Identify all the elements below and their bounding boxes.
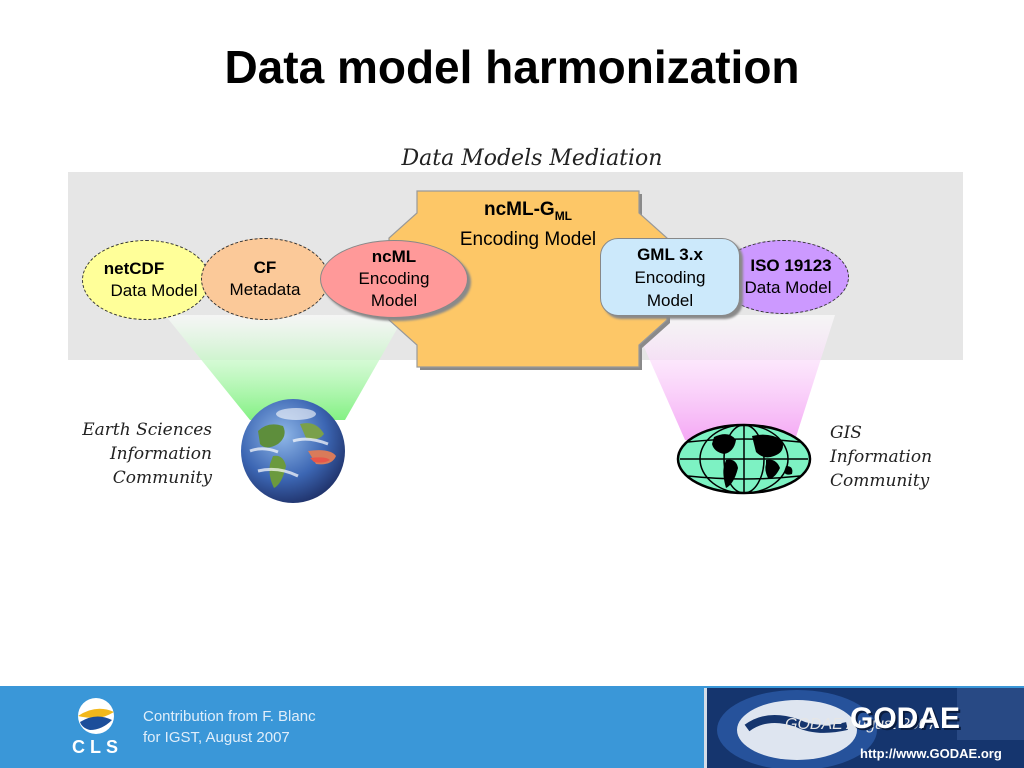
ncml-gml-title: ncML-G [483, 199, 555, 220]
iso-title: ISO 19123 [750, 256, 832, 275]
gis-community-label: GIS Information Community [830, 421, 980, 493]
cf-metadata: CF Metadata [201, 238, 329, 320]
ncml-title: ncML [371, 247, 417, 266]
page-title: Data model harmonization [224, 41, 800, 93]
gml-title: GML 3.x [637, 244, 703, 264]
godae-logo-text: GODAE [850, 702, 961, 735]
cf-title: CF [253, 258, 277, 277]
gml-line3: Model [646, 290, 694, 310]
mediation-label: Data Models Mediation [401, 146, 663, 171]
earth-comm-line3: Community [112, 468, 212, 488]
netcdf-subtitle: Data Model [110, 281, 198, 300]
gml-line2: Encoding [634, 267, 706, 287]
ncml-gml-encoding-shape [388, 190, 670, 370]
gis-globe-icon [676, 423, 812, 495]
cf-subtitle: Metadata [229, 280, 301, 299]
netcdf-data-model: netCDF Data Model [82, 240, 210, 320]
earth-sciences-community-label: Earth Sciences Information Community [60, 418, 212, 490]
gis-comm-line2: Information [830, 447, 933, 467]
godae-date-text: GODAE August 2007 [785, 716, 937, 733]
contribution-line1: Contribution from F. Blanc [143, 708, 316, 725]
gis-comm-line3: Community [830, 471, 930, 491]
gml-encoding-model: GML 3.x Encoding Model [600, 238, 740, 316]
ncml-gml-subscript: ML [554, 208, 573, 223]
earth-comm-line2: Information [109, 444, 212, 464]
contribution-text: Contribution from F. Blanc for IGST, Aug… [143, 706, 316, 748]
netcdf-title: netCDF [103, 259, 165, 278]
ncml-line3: Model [370, 291, 418, 310]
contribution-line2: for IGST, August 2007 [143, 729, 290, 746]
godae-url-link[interactable]: http://www.GODAE.org [860, 746, 1002, 761]
gis-beam [630, 315, 835, 440]
ncml-encoding-model: ncML Encoding Model [320, 240, 468, 318]
godae-banner [704, 688, 1024, 768]
cls-logo-icon [78, 698, 114, 734]
ncml-line2: Encoding [358, 269, 430, 288]
earth-comm-line1: Earth Sciences [82, 420, 212, 440]
godae-banner-graphic [717, 688, 1024, 768]
earth-beam [165, 315, 405, 420]
iso-subtitle: Data Model [744, 278, 832, 297]
ncml-gml-subtitle: Encoding Model [459, 228, 597, 250]
ncml-gml-label: ncML-GML Encoding Model [418, 198, 638, 251]
cls-logo-text: CLS [72, 737, 123, 757]
gis-comm-line1: GIS [830, 423, 862, 443]
earth-globe-icon [241, 399, 345, 503]
